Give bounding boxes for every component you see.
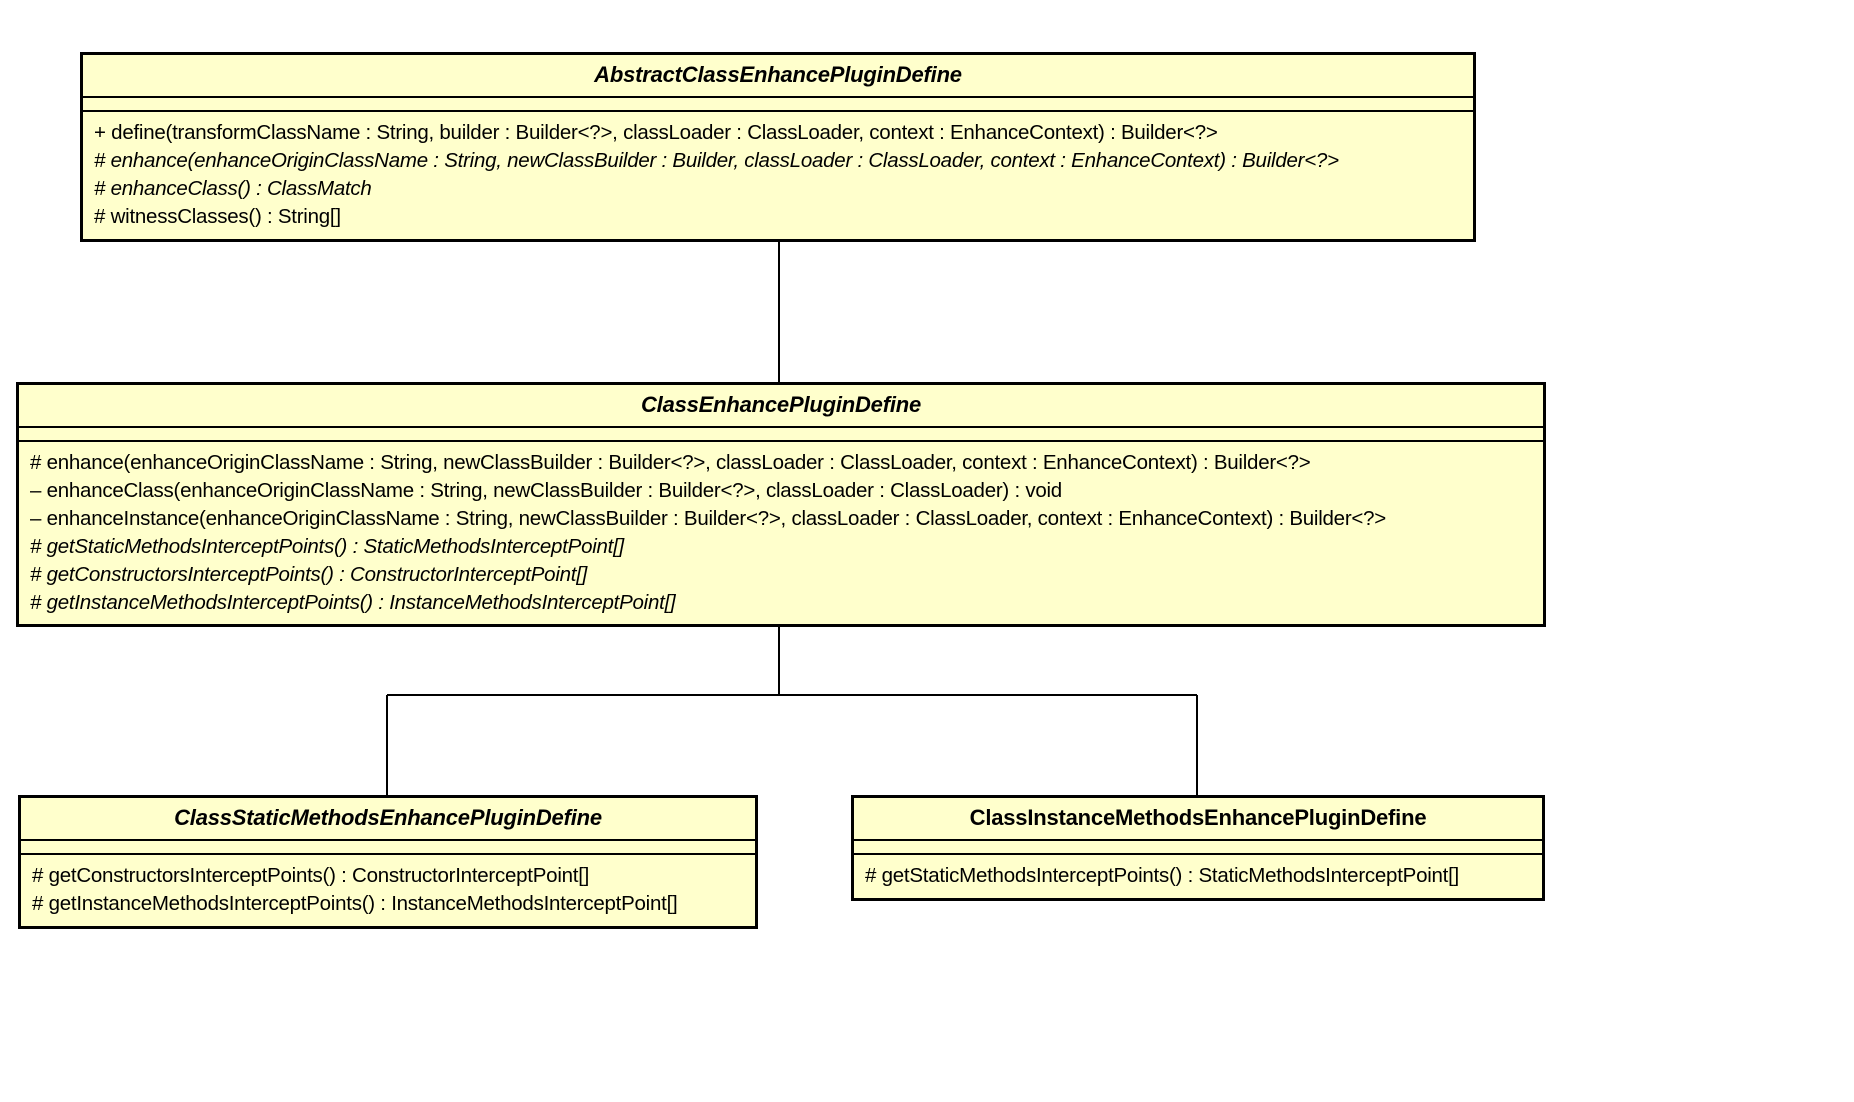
method-enhance-class: – enhanceClass(enhanceOriginClassName : … xyxy=(30,479,1062,503)
method-get-static-methods-intercept-points: # getStaticMethodsInterceptPoints() : St… xyxy=(30,534,625,558)
attributes-compartment-empty xyxy=(21,841,755,853)
attributes-compartment-empty xyxy=(854,841,1542,853)
method-get-constructors-intercept-points: # getConstructorsInterceptPoints() : Con… xyxy=(32,864,590,888)
class-title-class-enhance-plugin-define: ClassEnhancePluginDefine xyxy=(640,392,922,417)
method-define: + define(transformClassName : String, bu… xyxy=(94,121,1218,145)
class-box-class-instance-methods-enhance-plugin-define[interactable]: ClassInstanceMethodsEnhancePluginDefine … xyxy=(851,795,1545,902)
compartment-separator xyxy=(854,839,1542,842)
methods-compartment: # enhance(enhanceOriginClassName : Strin… xyxy=(19,442,1543,624)
attributes-compartment-empty xyxy=(19,428,1543,440)
method-enhance: # enhance(enhanceOriginClassName : Strin… xyxy=(94,149,1339,173)
method-get-instance-methods-intercept-points: # getInstanceMethodsInterceptPoints() : … xyxy=(32,892,678,916)
methods-compartment: + define(transformClassName : String, bu… xyxy=(83,112,1473,239)
compartment-separator xyxy=(21,839,755,842)
class-title-class-static-methods-enhance-plugin-define: ClassStaticMethodsEnhancePluginDefine xyxy=(174,805,602,830)
compartment-separator xyxy=(83,96,1473,99)
method-witness-classes: # witnessClasses() : String[] xyxy=(94,204,341,228)
method-get-instance-methods-intercept-points: # getInstanceMethodsInterceptPoints() : … xyxy=(30,590,676,614)
attributes-compartment-empty xyxy=(83,98,1473,110)
class-title-class-instance-methods-enhance-plugin-define: ClassInstanceMethodsEnhancePluginDefine xyxy=(969,805,1427,830)
method-enhance-class: # enhanceClass() : ClassMatch xyxy=(94,176,372,200)
method-enhance-instance: – enhanceInstance(enhanceOriginClassName… xyxy=(30,506,1387,530)
method-get-static-methods-intercept-points: # getStaticMethodsInterceptPoints() : St… xyxy=(865,864,1460,888)
class-box-class-enhance-plugin-define[interactable]: ClassEnhancePluginDefine # enhance(enhan… xyxy=(16,382,1546,628)
compartment-separator xyxy=(19,440,1543,443)
methods-compartment: # getConstructorsInterceptPoints() : Con… xyxy=(21,855,755,926)
class-box-abstract-class-enhance-plugin-define[interactable]: AbstractClassEnhancePluginDefine + defin… xyxy=(80,52,1476,242)
compartment-separator xyxy=(83,110,1473,113)
methods-compartment: # getStaticMethodsInterceptPoints() : St… xyxy=(854,855,1542,898)
method-get-constructors-intercept-points: # getConstructorsInterceptPoints() : Con… xyxy=(30,562,588,586)
generalization-class-enhance-to-abstract-class-enhance xyxy=(764,217,794,382)
class-box-class-static-methods-enhance-plugin-define[interactable]: ClassStaticMethodsEnhancePluginDefine # … xyxy=(18,795,758,929)
method-enhance: # enhance(enhanceOriginClassName : Strin… xyxy=(30,451,1311,475)
compartment-separator xyxy=(21,853,755,856)
compartment-separator xyxy=(19,426,1543,429)
compartment-separator xyxy=(854,853,1542,856)
class-title-abstract-class-enhance-plugin-define: AbstractClassEnhancePluginDefine xyxy=(594,62,962,87)
